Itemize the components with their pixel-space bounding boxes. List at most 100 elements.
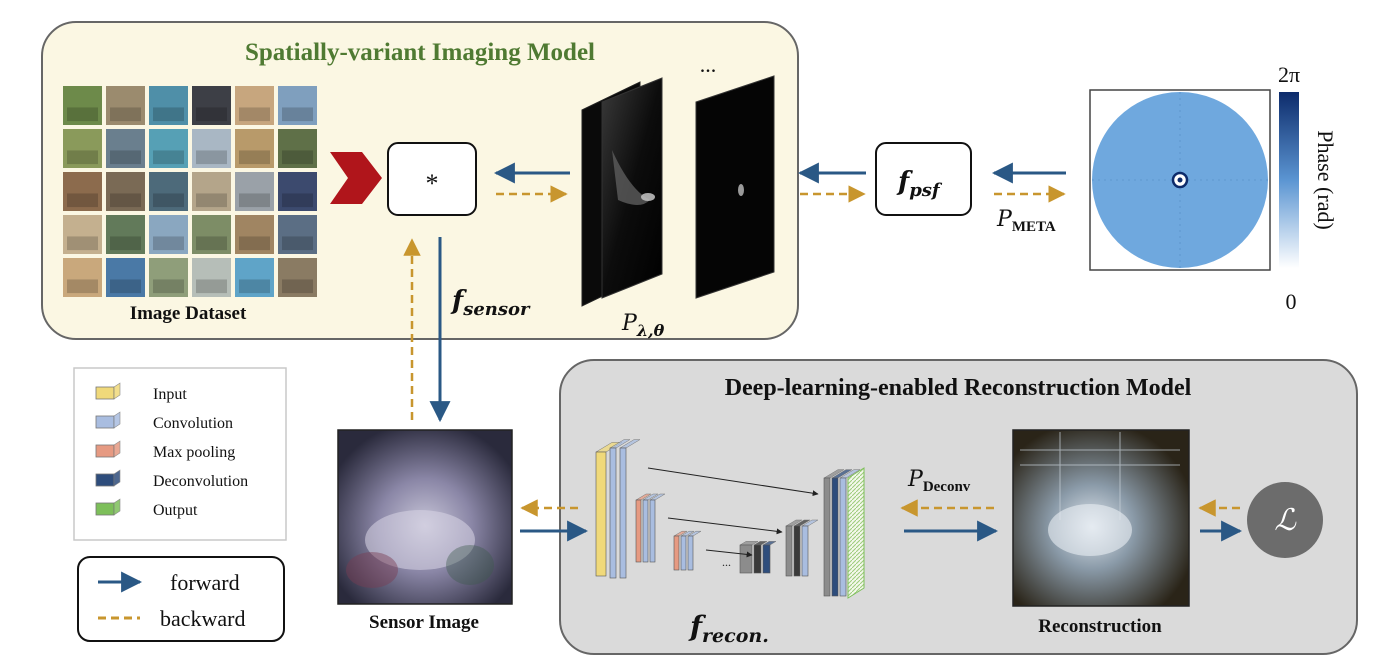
unet-layer — [785, 525, 793, 577]
dataset-thumbnail-shade — [67, 236, 98, 251]
dataset-thumbnail-shade — [110, 279, 141, 294]
dataset-thumbnail — [149, 86, 188, 125]
legend-swatch — [95, 502, 115, 516]
dataset-thumbnail — [63, 172, 102, 211]
dataset-thumbnail — [192, 215, 231, 254]
unet-network — [595, 439, 865, 599]
sensor-function-label: fsensor — [450, 286, 531, 320]
unet-layer — [680, 535, 687, 571]
dataset-thumbnail-shade — [282, 236, 313, 251]
dataset-thumbnail-shade — [67, 107, 98, 122]
unet-ellipsis: ... — [722, 555, 731, 569]
legend-swatch-side — [113, 440, 121, 458]
legend-label: Max pooling — [153, 444, 235, 461]
legend-swatch — [95, 415, 115, 429]
dataset-thumbnail — [192, 258, 231, 297]
dataset-thumbnail-shade — [196, 150, 227, 165]
dataset-thumbnail — [235, 215, 274, 254]
unet-layer — [831, 477, 839, 597]
dataset-thumbnail — [278, 172, 317, 211]
colorbar-title: Phase (rad) — [1313, 130, 1338, 230]
dataset-thumbnail — [278, 129, 317, 168]
reconstruction-image-detail — [1020, 432, 1180, 520]
dataset-thumbnail-shade — [282, 150, 313, 165]
legend-forward-label: forward — [170, 570, 240, 595]
dataset-thumbnail — [235, 129, 274, 168]
dataset-thumbnail-shade — [239, 193, 270, 208]
image-dataset-grid — [63, 86, 317, 297]
dataset-thumbnail — [149, 215, 188, 254]
unet-layer — [762, 544, 771, 574]
unet-layer — [823, 477, 831, 597]
psf-stack — [581, 75, 775, 307]
psf-function-label: fpsf — [896, 167, 943, 201]
legend-label: Convolution — [153, 415, 233, 432]
legend-swatch — [95, 386, 115, 400]
legend-swatch — [95, 444, 115, 458]
skip-connection — [647, 467, 819, 497]
dataset-thumbnail — [235, 172, 274, 211]
unet-layer — [642, 499, 649, 563]
dataset-thumbnail-shade — [153, 236, 184, 251]
legend-swatch-side — [113, 382, 121, 400]
reconstruction-image-highlight — [1048, 504, 1132, 556]
sensor-image-blur — [446, 545, 494, 585]
dataset-thumbnail-shade — [282, 107, 313, 122]
dataset-thumbnail-shade — [196, 107, 227, 122]
reconstruction-label: Reconstruction — [1038, 616, 1162, 637]
dataset-thumbnail — [192, 129, 231, 168]
legend-label: Output — [153, 502, 198, 519]
unet-layer — [609, 447, 617, 579]
dataset-thumbnail — [106, 215, 145, 254]
dataset-thumbnail — [106, 172, 145, 211]
dataset-thumbnail — [235, 86, 274, 125]
convolution-operator-box — [387, 142, 477, 216]
dataset-thumbnail — [63, 86, 102, 125]
dataset-thumbnail — [278, 258, 317, 297]
unet-layer — [595, 451, 607, 577]
legend-swatch-side — [113, 469, 121, 487]
unet-layer — [753, 544, 762, 574]
dataset-thumbnail-shade — [153, 279, 184, 294]
colorbar-max-label: 2π — [1278, 62, 1300, 87]
sensor-image-blur — [346, 552, 398, 588]
dataset-thumbnail — [235, 258, 274, 297]
legend-swatch-side — [113, 498, 121, 516]
legend-backward-label: backward — [160, 606, 246, 631]
sensor-image-blur — [365, 510, 475, 570]
dataset-thumbnail — [106, 129, 145, 168]
sensor-image-label: Sensor Image — [369, 612, 479, 633]
unet-output-layer — [847, 467, 865, 599]
skip-connection — [705, 549, 753, 558]
image-dataset-label: Image Dataset — [130, 303, 247, 324]
dataset-thumbnail-shade — [110, 150, 141, 165]
dataset-thumbnail — [149, 172, 188, 211]
dataset-thumbnail — [63, 215, 102, 254]
psf-stack-label: Pλ,θ — [621, 311, 665, 340]
dataset-thumbnail-shade — [110, 193, 141, 208]
metasurface-center-dot — [1177, 177, 1183, 183]
dataset-thumbnail-shade — [239, 236, 270, 251]
dataset-thumbnail-shade — [153, 193, 184, 208]
reconstruction-model-title: Deep-learning-enabled Reconstruction Mod… — [725, 375, 1192, 401]
dataset-thumbnail — [149, 258, 188, 297]
colorbar-min-label: 0 — [1286, 289, 1297, 314]
dataset-thumbnail — [278, 215, 317, 254]
unet-layer — [793, 525, 801, 577]
dataset-thumbnail — [106, 258, 145, 297]
unet-layer — [619, 447, 627, 579]
dataset-thumbnail-shade — [153, 107, 184, 122]
legend-label: Input — [153, 386, 187, 403]
dataset-thumbnail-shade — [153, 150, 184, 165]
phase-colorbar — [1279, 92, 1299, 268]
dataset-thumbnail — [192, 86, 231, 125]
dataset-thumbnail — [192, 172, 231, 211]
unet-layer — [801, 525, 809, 577]
dataset-thumbnail — [278, 86, 317, 125]
unet-layer — [649, 499, 656, 563]
dataset-thumbnail-shade — [282, 279, 313, 294]
skip-connection — [667, 517, 783, 535]
unet-layer — [739, 544, 753, 574]
unet-layer — [839, 477, 847, 597]
